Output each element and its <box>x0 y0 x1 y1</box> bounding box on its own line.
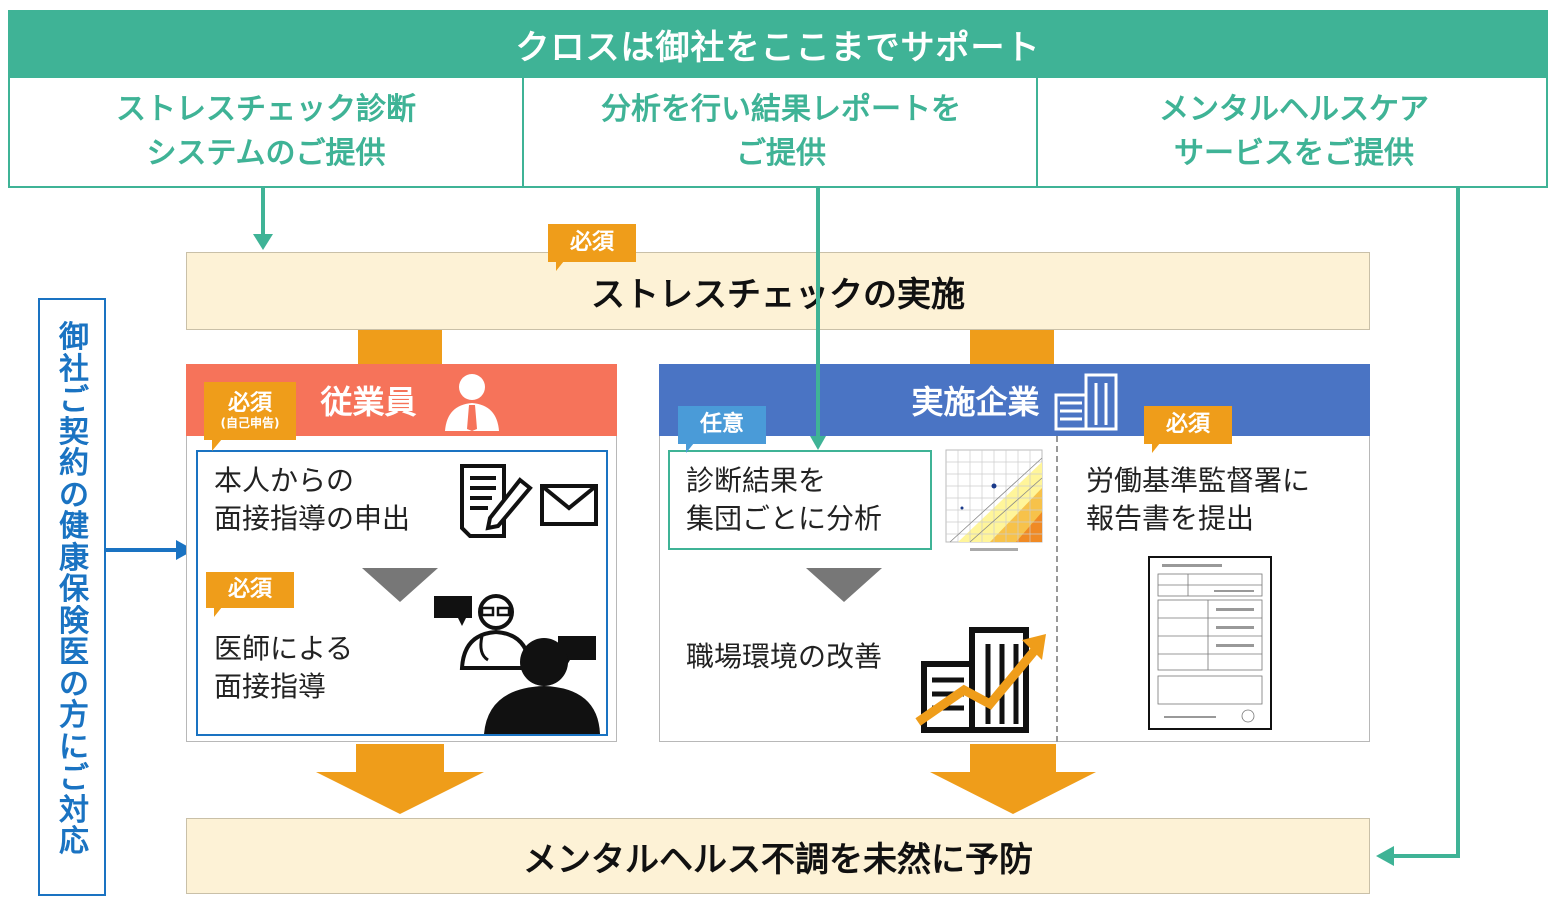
analysis-line1: 診断結果を <box>686 464 827 497</box>
bottom-bar: メンタルヘルス不調を未然に予防 <box>186 818 1370 894</box>
arrow-care-line <box>1392 188 1460 858</box>
optional-badge-text: 任意 <box>699 412 744 437</box>
gray-down-triangle <box>806 568 882 602</box>
doctor-line2: 面接指導 <box>214 670 327 703</box>
service-row: ストレスチェック診断システムのご提供 分析を行い結果レポートをご提供 メンタルヘ… <box>8 78 1548 188</box>
doctor-required-badge: 必須 <box>206 572 294 608</box>
employee-request-text: 本人からの 面接指導の申出 <box>214 462 464 538</box>
report-required-badge: 必須 <box>1144 406 1232 444</box>
service-report-line2: ご提供 <box>736 136 826 171</box>
report-form-thumbnail <box>1148 556 1272 730</box>
optional-badge: 任意 <box>678 406 766 444</box>
service-care-line1: メンタルヘルスケア <box>1159 92 1429 127</box>
report-badge-text: 必須 <box>1165 412 1210 437</box>
service-report-line1: 分析を行い結果レポートを <box>601 92 961 127</box>
service-report: 分析を行い結果レポートをご提供 <box>522 78 1038 186</box>
employee-title: 従業員 <box>320 383 417 421</box>
service-system: ストレスチェック診断システムのご提供 <box>10 78 522 186</box>
employee-badge-sub: (自己申告) <box>220 416 280 430</box>
gray-down-triangle <box>362 568 438 602</box>
badge-tail <box>686 443 702 453</box>
document-pen-icon <box>460 464 533 538</box>
orange-connector-left <box>358 330 442 366</box>
analysis-line2: 集団ごとに分析 <box>686 502 883 535</box>
side-note-box: 御社ご契約の健康保険医の方にご対応 <box>38 298 106 896</box>
orange-down-arrow-right <box>930 744 1096 814</box>
arrow-care-head <box>1376 846 1394 866</box>
arrow-system-head <box>253 234 273 250</box>
header-title: クロスは御社をここまでサポート <box>8 10 1548 78</box>
stress-check-required-badge: 必須 <box>548 224 636 262</box>
doctor-badge-text: 必須 <box>227 577 272 602</box>
stress-chart-thumbnail <box>945 449 1043 551</box>
company-title: 実施企業 <box>911 383 1040 421</box>
arrow-side-head <box>176 540 194 560</box>
badge-tail <box>214 607 230 617</box>
workplace-improve-text: 職場環境の改善 <box>686 640 883 673</box>
service-system-line1: ストレスチェック診断 <box>116 92 416 127</box>
service-system-line2: システムのご提供 <box>146 136 386 171</box>
person-icon <box>444 374 499 431</box>
analysis-text: 診断結果を 集団ごとに分析 <box>686 462 926 538</box>
badge-tail <box>212 439 232 451</box>
doctor-consult-icon <box>434 594 600 734</box>
orange-down-arrow-left <box>316 744 484 814</box>
building-growth-icon <box>915 627 1046 733</box>
employee-inner-box <box>196 450 608 736</box>
report-line1: 労働基準監督署に <box>1086 464 1311 497</box>
stress-check-badge-text: 必須 <box>569 230 614 255</box>
service-care-line2: サービスをご提供 <box>1174 136 1414 171</box>
badge-tail <box>556 261 572 271</box>
analysis-box <box>668 450 932 550</box>
stress-check-label: ストレスチェックの実施 <box>591 274 965 315</box>
employee-self-report-badge: 必須 (自己申告) <box>204 382 296 440</box>
envelope-icon <box>540 484 598 526</box>
company-header: 実施企業 <box>659 364 1370 436</box>
employee-badge-text: 必須 <box>227 391 272 416</box>
service-care: メンタルヘルスケアサービスをご提供 <box>1036 78 1550 186</box>
building-icon <box>1054 373 1117 431</box>
bottom-label: メンタルヘルス不調を未然に予防 <box>523 839 1033 880</box>
employee-request-line1: 本人からの <box>214 464 355 497</box>
report-text: 労働基準監督署に 報告書を提出 <box>1086 462 1366 538</box>
orange-connector-right <box>970 330 1054 366</box>
doctor-text: 医師による 面接指導 <box>214 630 414 706</box>
side-note-text: 御社ご契約の健康保険医の方にご対応 <box>59 320 89 859</box>
stress-check-bar: ストレスチェックの実施 <box>186 252 1370 330</box>
arrow-report-connector <box>810 188 826 450</box>
doctor-line1: 医師による <box>214 632 354 665</box>
badge-tail <box>1152 443 1168 453</box>
report-line2: 報告書を提出 <box>1086 502 1255 535</box>
employee-request-line2: 面接指導の申出 <box>214 502 411 535</box>
company-divider <box>1056 436 1058 742</box>
